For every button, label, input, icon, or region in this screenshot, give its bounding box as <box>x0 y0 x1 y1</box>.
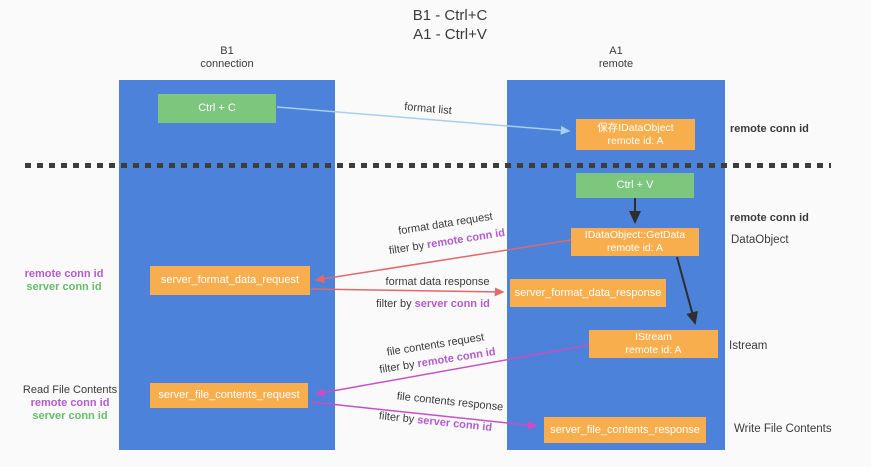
node-server-file-contents-response: server_file_contents_response <box>544 417 706 443</box>
server-conn-id-text: server conn id <box>416 414 493 434</box>
left-remote-conn-id-2: remote conn id <box>30 397 110 409</box>
node-server-format-data-request: server_format_data_request <box>150 266 310 295</box>
lane-header-b1: B1 connection <box>119 45 335 71</box>
lane-b1-role: connection <box>200 58 254 70</box>
arrow-format-data-response <box>310 287 505 297</box>
label-left-conn-ids: remote conn id server conn id <box>21 268 107 294</box>
node-save-idataobject-line2: remote id: A <box>607 134 664 147</box>
node-server-file-contents-request: server_file_contents_request <box>150 383 308 408</box>
label-file-contents-response: file contents response <box>385 389 516 415</box>
server-conn-id-text: server conn id <box>414 298 490 310</box>
node-istream-line2: remote id: A <box>625 344 682 356</box>
node-istream: IStream remote id: A <box>589 330 718 358</box>
lane-header-a1: A1 remote <box>507 45 725 71</box>
diagram-title: B1 - Ctrl+C A1 - Ctrl+V <box>315 6 585 44</box>
node-format-request-label: server_format_data_request <box>160 274 300 286</box>
node-getdata-line1: IDataObject::GetData <box>584 229 686 241</box>
node-save-idataobject-line1: 保存IDataObject <box>597 121 674 134</box>
left-remote-conn-id: remote conn id <box>24 268 104 280</box>
left-server-conn-id-2: server conn id <box>32 410 108 422</box>
read-file-contents-text: Read File Contents <box>22 384 118 396</box>
label-right-remote-conn-id-1: remote conn id <box>730 123 809 136</box>
label-write-file-contents: Write File Contents <box>734 423 832 436</box>
filter-by-text: filter by <box>378 410 415 426</box>
label-istream: Istream <box>729 340 767 353</box>
node-file-request-label: server_file_contents_request <box>158 389 300 401</box>
node-istream-line1: IStream <box>635 331 672 343</box>
filter-by-text: filter by <box>388 239 426 258</box>
label-format-list-text: format list <box>403 100 453 118</box>
lane-b1-name: B1 <box>220 45 234 57</box>
node-getdata-line2: remote id: A <box>606 242 664 254</box>
label-format-data-response-text: format data response <box>385 276 490 288</box>
node-file-response-label: server_file_contents_response <box>550 423 700 436</box>
title-line-a1: A1 - Ctrl+V <box>413 26 487 43</box>
lane-a1-role: remote <box>598 58 634 70</box>
node-ctrl-v-label: Ctrl + V <box>616 179 654 191</box>
left-server-conn-id: server conn id <box>26 281 102 293</box>
node-save-idataobject: 保存IDataObject remote id: A <box>576 119 695 150</box>
filter-by-text: filter by <box>378 358 416 377</box>
dataobject-text: DataObject <box>731 234 789 246</box>
node-ctrl-c-label: Ctrl + C <box>198 102 236 114</box>
label-dataobject: DataObject <box>731 234 789 247</box>
label-filter-server-1: filter by server conn id <box>368 298 498 310</box>
istream-text: Istream <box>729 340 768 352</box>
write-file-contents-text: Write File Contents <box>734 423 832 435</box>
label-file-contents-response-text: file contents response <box>396 390 504 414</box>
node-idataobject-getdata: IDataObject::GetData remote id: A <box>571 228 699 256</box>
right-remote-conn-id-2-text: remote conn id <box>730 212 809 224</box>
filter-by-text: filter by <box>376 298 412 310</box>
node-ctrl-c: Ctrl + C <box>158 94 276 123</box>
phase-separator-dashed-line <box>25 163 831 168</box>
label-right-remote-conn-id-2: remote conn id <box>730 212 809 225</box>
lane-a1-name: A1 <box>609 45 623 57</box>
node-server-format-data-response: server_format_data_response <box>510 279 666 307</box>
title-line-b1: B1 - Ctrl+C <box>412 7 488 24</box>
node-format-response-label: server_format_data_response <box>514 286 662 299</box>
label-filter-server-2: filter by server conn id <box>368 409 504 435</box>
label-format-list: format list <box>383 99 474 119</box>
label-read-file-contents-group: Read File Contents remote conn id server… <box>18 384 122 423</box>
right-remote-conn-id-1-text: remote conn id <box>730 123 809 135</box>
label-format-data-response: format data response <box>380 276 495 288</box>
node-ctrl-v: Ctrl + V <box>576 173 694 198</box>
